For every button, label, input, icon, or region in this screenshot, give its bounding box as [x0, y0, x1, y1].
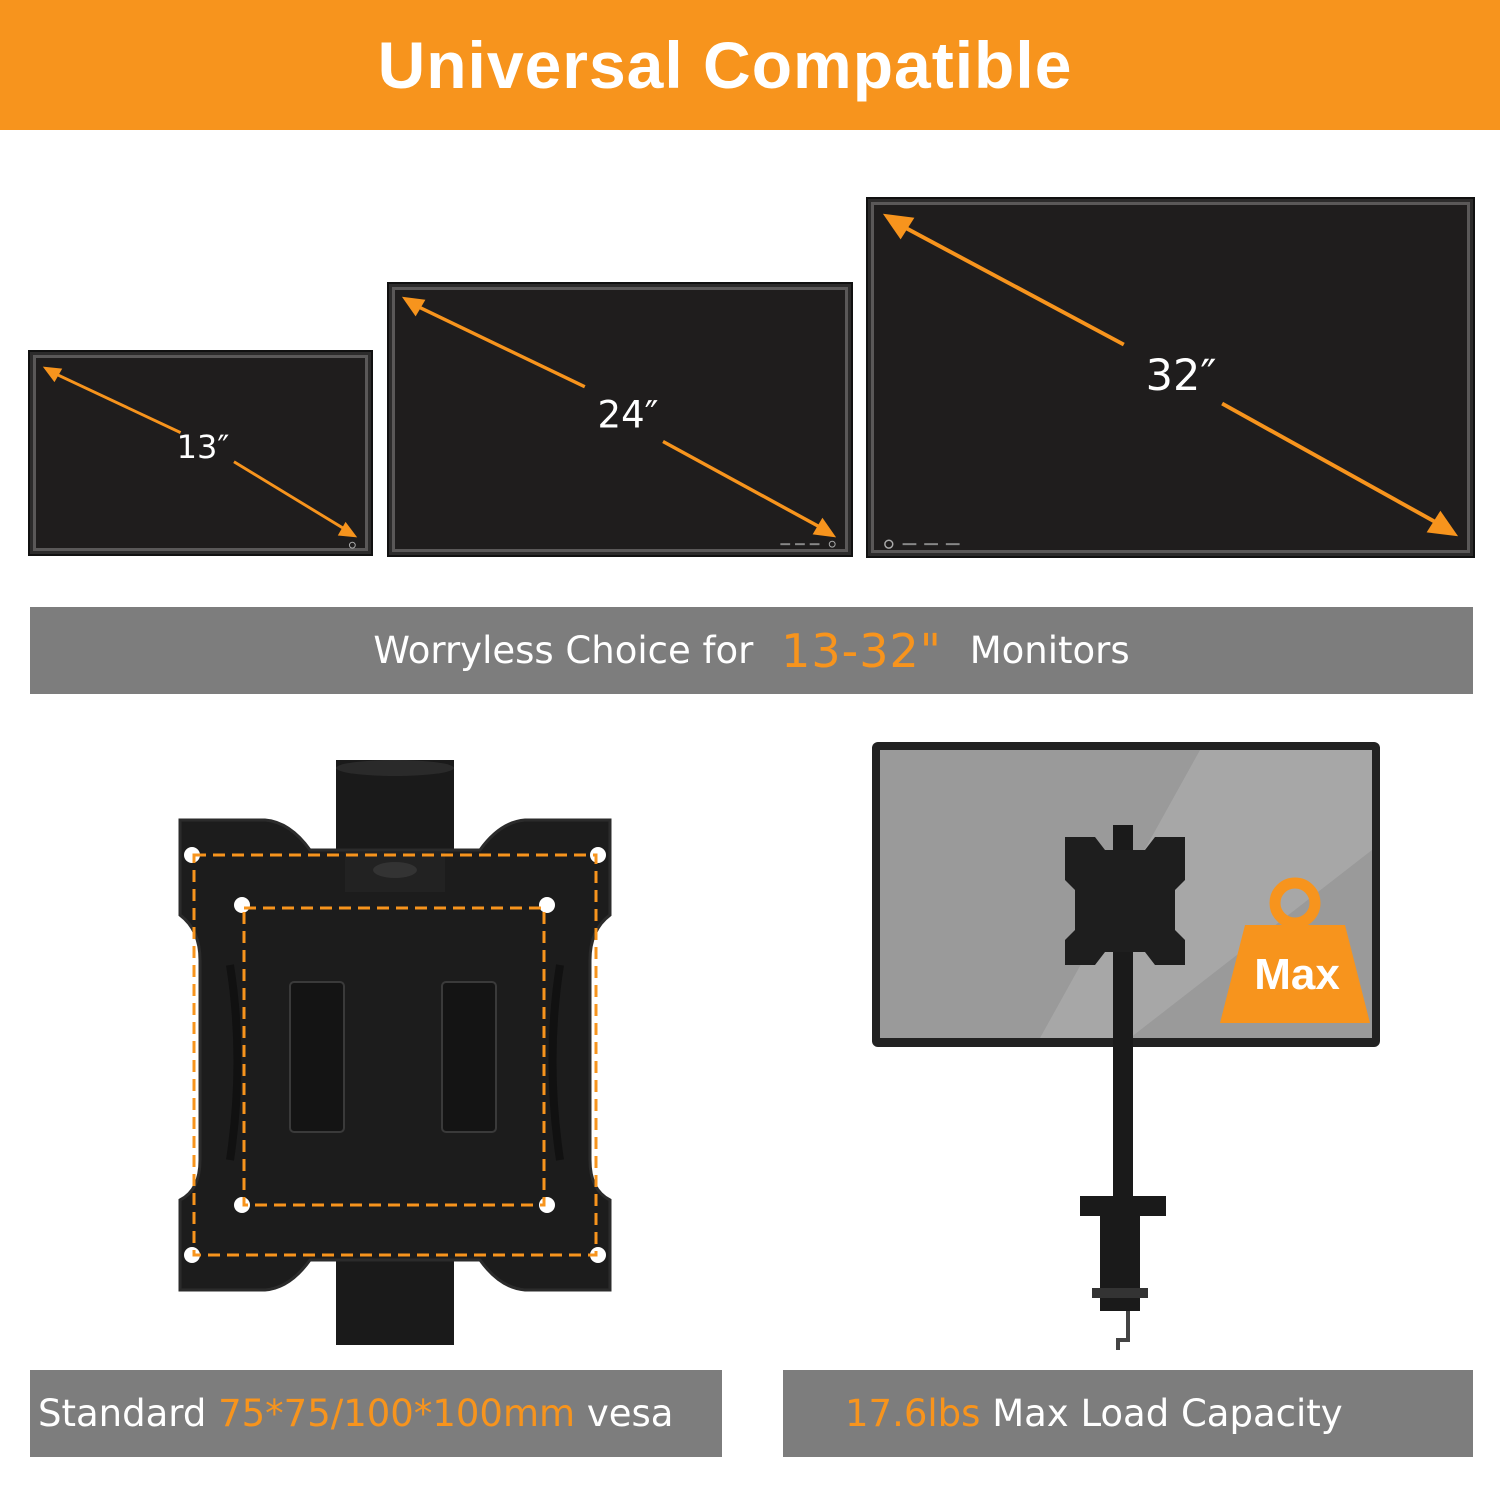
- load-suffix: Max Load Capacity: [980, 1392, 1343, 1435]
- monitor-arm-image: [872, 742, 1380, 1350]
- vesa-sizes: 75*75/100*100mm: [218, 1392, 576, 1435]
- monitor-32-inch: 32″: [868, 199, 1473, 556]
- monitor-13-inch: 13″: [30, 352, 371, 554]
- diagonal-arrow-icon: [401, 296, 837, 548]
- weight-icon: [1220, 877, 1370, 1023]
- choice-range: 13-32": [781, 623, 942, 678]
- vesa-plate-image: [178, 760, 612, 1345]
- size-label-13: 13″: [176, 428, 230, 466]
- compatibility-range-bar: Worryless Choice for 13-32" Monitors: [30, 607, 1473, 694]
- header-banner: Universal Compatible: [0, 0, 1500, 130]
- vesa-prefix: Standard: [38, 1392, 219, 1435]
- max-load-bar: 17.6lbs Max Load Capacity: [783, 1370, 1473, 1457]
- weight-badge-label: Max: [1254, 950, 1340, 999]
- diagonal-arrow-icon: [42, 366, 358, 549]
- monitor-24-inch: 24″: [389, 284, 851, 555]
- vesa-suffix: vesa: [575, 1392, 674, 1435]
- diagonal-arrow-icon: [882, 213, 1459, 549]
- page-title: Universal Compatible: [377, 28, 1073, 102]
- size-label-24: 24″: [597, 393, 659, 437]
- vesa-standard-bar: Standard 75*75/100*100mm vesa: [30, 1370, 722, 1457]
- size-label-32: 32″: [1145, 351, 1217, 401]
- choice-prefix: Worryless Choice for: [373, 629, 766, 672]
- choice-suffix: Monitors: [957, 629, 1130, 672]
- load-weight: 17.6lbs: [845, 1392, 981, 1435]
